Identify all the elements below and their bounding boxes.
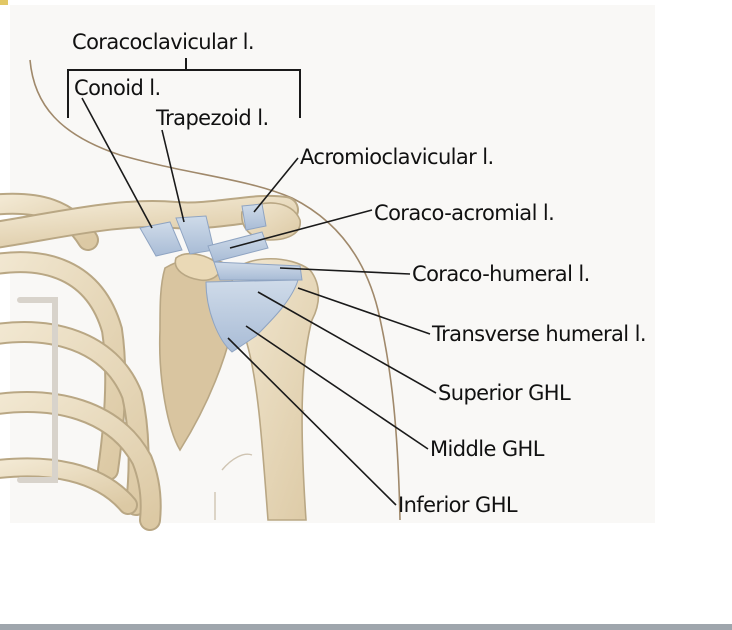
label-middle-ghl: Middle GHL (430, 437, 544, 461)
bottom-bar (0, 624, 732, 630)
leader-superior-ghl (257, 291, 437, 394)
rib-cage (0, 192, 162, 531)
capsule-ligaments (205, 279, 299, 353)
coraco-acromial-ligament (207, 231, 269, 263)
leader-conoid (81, 97, 153, 229)
acromioclavicular-ligament (241, 203, 267, 231)
leader-transverse-humeral (297, 287, 431, 335)
label-coraco-acromial: Coraco-acromial l. (374, 201, 555, 225)
label-coraco-humeral: Coraco-humeral l. (412, 262, 590, 286)
label-acromioclavicular: Acromioclavicular l. (300, 145, 494, 169)
coraco-humeral-ligament (213, 261, 303, 281)
label-conoid: Conoid l. (74, 76, 161, 100)
leader-trapezoid (161, 129, 185, 223)
ligaments (139, 203, 303, 353)
coracoclavicular-bracket (67, 58, 301, 118)
label-transverse-humeral: Transverse humeral l. (432, 322, 647, 346)
corner-mark (0, 0, 8, 5)
label-trapezoid: Trapezoid l. (156, 106, 269, 130)
leader-coraco-humeral (279, 267, 411, 275)
leader-inferior-ghl (227, 337, 397, 506)
leader-coraco-acromial (229, 209, 373, 249)
conoid-ligament (139, 221, 183, 257)
label-superior-ghl: Superior GHL (438, 381, 571, 405)
leader-acromioclavicular (253, 157, 299, 213)
coracoid-process (174, 252, 221, 282)
leader-lines (81, 97, 437, 506)
label-coracoclavicular: Coracoclavicular l. (72, 30, 255, 54)
leader-middle-ghl (245, 325, 429, 450)
label-inferior-ghl: Inferior GHL (398, 493, 518, 517)
